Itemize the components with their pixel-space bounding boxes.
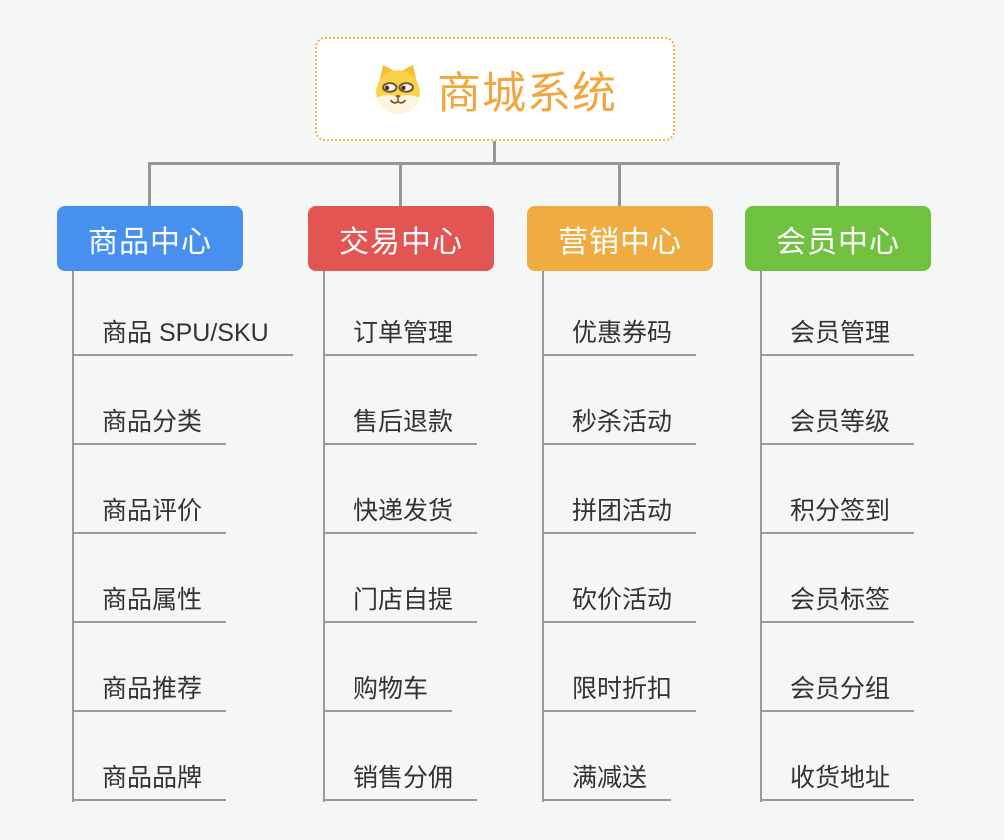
leaf-node[interactable]: 会员标签 [760,577,915,623]
leaf-node[interactable]: 销售分佣 [323,755,478,801]
branch-node-1[interactable]: 交易中心 [308,206,494,271]
root-node[interactable]: 商城系统 [315,37,675,141]
branch-label: 商品中心 [88,225,212,259]
drop-connector-line [836,162,839,206]
leaf-node[interactable]: 会员等级 [760,399,915,445]
trunk-connector-line [323,271,325,802]
leaf-node[interactable]: 门店自提 [323,577,478,623]
root-title: 商城系统 [437,69,617,118]
leaf-node[interactable]: 快递发货 [323,488,478,534]
branch-label: 营销中心 [558,225,682,259]
leaf-node[interactable]: 售后退款 [323,399,478,445]
branch: 会员中心 会员管理会员等级积分签到会员标签会员分组收货地址 [745,162,1004,822]
leaf-node[interactable]: 满减送 [542,755,672,801]
trunk-connector-line [542,271,544,802]
leaf-node[interactable]: 积分签到 [760,488,915,534]
leaf-node[interactable]: 商品分类 [72,399,227,445]
leaf-node[interactable]: 购物车 [323,666,453,712]
leaf-node[interactable]: 限时折扣 [542,666,697,712]
root-connector-line [493,141,496,163]
leaf-node[interactable]: 商品 SPU/SKU [72,310,293,356]
leaf-node[interactable]: 商品评价 [72,488,227,534]
branch-node-3[interactable]: 会员中心 [745,206,931,271]
trunk-connector-line [760,271,762,802]
drop-connector-line [399,162,402,206]
leaf-node[interactable]: 优惠券码 [542,310,697,356]
leaf-node[interactable]: 商品属性 [72,577,227,623]
branch: 营销中心 优惠券码秒杀活动拼团活动砍价活动限时折扣满减送 [527,162,787,822]
leaf-node[interactable]: 收货地址 [760,755,915,801]
branch: 商品中心 商品 SPU/SKU 商品分类商品评价商品属性商品推荐商品品牌 [57,162,317,822]
dog-icon [376,64,420,114]
bus-connector-line [148,162,840,165]
branch-node-0[interactable]: 商品中心 [57,206,243,271]
branch: 交易中心 订单管理售后退款快递发货门店自提购物车销售分佣 [308,162,568,822]
leaf-node[interactable]: 会员管理 [760,310,915,356]
drop-connector-line [148,162,151,206]
leaf-node[interactable]: 会员分组 [760,666,915,712]
branch-label: 交易中心 [339,225,463,259]
leaf-node[interactable]: 拼团活动 [542,488,697,534]
leaf-node[interactable]: 商品推荐 [72,666,227,712]
leaf-node[interactable]: 秒杀活动 [542,399,697,445]
branch-node-2[interactable]: 营销中心 [527,206,713,271]
branch-label: 会员中心 [776,225,900,259]
leaf-node[interactable]: 商品品牌 [72,755,227,801]
drop-connector-line [618,162,621,206]
leaf-node[interactable]: 订单管理 [323,310,478,356]
trunk-connector-line [72,271,74,802]
leaf-node[interactable]: 砍价活动 [542,577,697,623]
